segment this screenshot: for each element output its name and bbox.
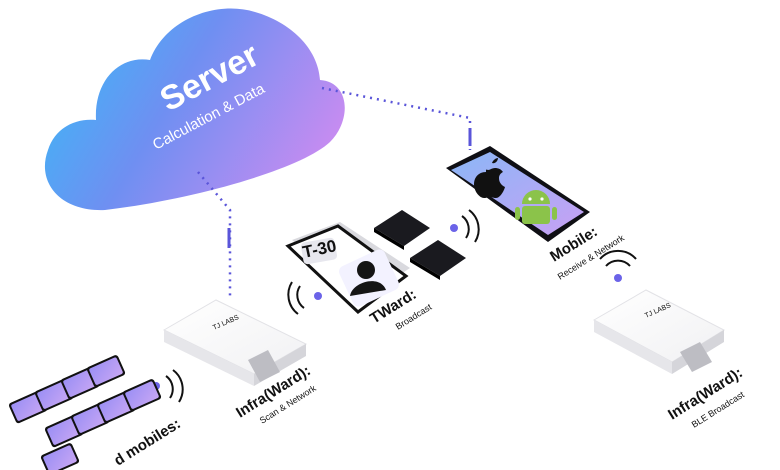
wireless-signal-icon <box>287 281 322 315</box>
wireless-signal-icon <box>599 249 637 282</box>
person-icon <box>339 249 399 307</box>
phone-icon <box>40 443 80 470</box>
server-to-infra-scan-link <box>197 171 232 300</box>
mobiles-grid <box>8 355 162 470</box>
server-to-mobile-link <box>321 86 472 150</box>
apple-icon <box>474 158 505 198</box>
mobiles-group-title: d mobiles: <box>111 415 184 469</box>
beacon-device <box>374 210 430 250</box>
mobile-tablet <box>446 146 590 242</box>
beacon-device <box>410 240 466 280</box>
network-links <box>197 86 472 300</box>
phone-icon <box>122 379 162 412</box>
wireless-signal-icon <box>450 209 480 243</box>
tward-card: T-30 <box>285 222 410 314</box>
infra-scan-box: TJ LABS <box>162 299 308 386</box>
server-cloud: Server Calculation & Data <box>44 8 345 211</box>
infra-ble-box: TJ LABS <box>592 289 726 374</box>
phone-icon <box>86 355 126 388</box>
android-icon <box>515 190 557 224</box>
